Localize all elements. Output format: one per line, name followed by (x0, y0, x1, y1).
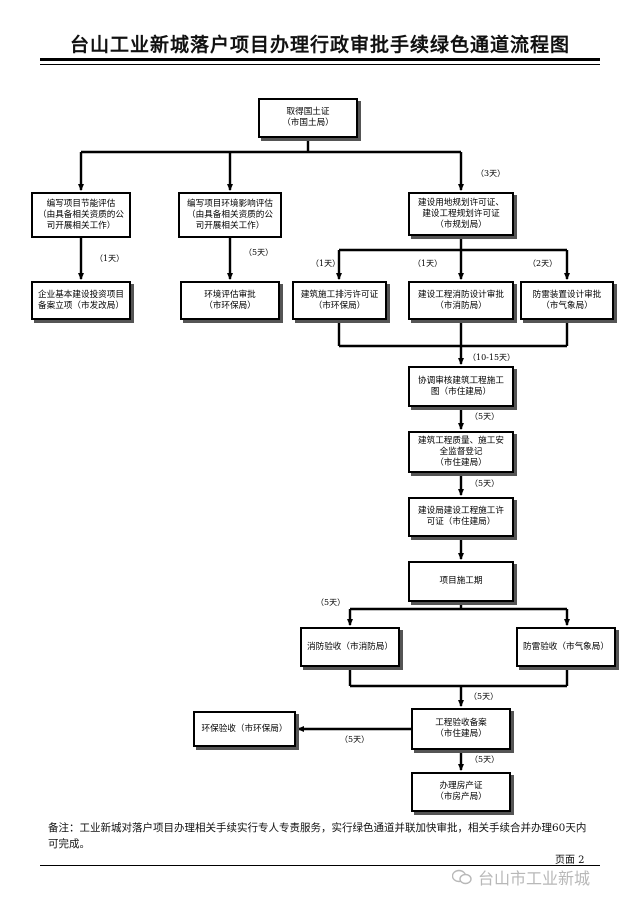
duration-completion: （5天） (469, 692, 499, 701)
box-fire-acceptance: 消防验收（市消防局） (300, 627, 400, 667)
duration-sewage: （1天） (311, 259, 341, 268)
box-lightning-design-approval: 防雷装置设计审批（市气象局） (520, 281, 614, 320)
page-number: 页面 2 (555, 855, 585, 866)
page-title: 台山工业新城落户项目办理行政审批手续绿色通道流程图 (69, 34, 570, 56)
duration-construction-permit: （5天） (470, 479, 500, 488)
duration-invest: （1天） (95, 254, 125, 263)
duration-property: （5天） (470, 755, 500, 764)
title-divider-thin (40, 64, 600, 65)
footer-divider (40, 865, 600, 866)
duration-fire-design: （1天） (413, 259, 443, 268)
box-env-approval: 环境评估审批（市环保局） (180, 281, 280, 320)
box-sewage-permit: 建筑施工排污许可证（市环保局） (292, 281, 387, 320)
duration-planning: （3天） (476, 169, 506, 178)
footnote: 备注：工业新城对落户项目办理相关手续实行专人专责服务，实行绿色通道并联加快审批，… (48, 822, 587, 850)
box-quality-registration: 建筑工程质量、施工安全监督登记（市住建局） (408, 431, 514, 473)
box-env-acceptance: 环保验收（市环保局） (193, 711, 296, 747)
box-lightning-acceptance: 防雷验收（市气象局） (516, 627, 616, 667)
box-env-impact-evaluation: 编写项目环境影响评估（由具备相关资质的公司开展相关工作） (178, 192, 282, 238)
duration-env: （5天） (244, 248, 274, 257)
box-coordinate-review: 协调审核建筑工程施工图（市住建局） (408, 366, 514, 407)
duration-coordinate: （10-15天） (468, 353, 516, 362)
box-fire-design-approval: 建设工程消防设计审批（市消防局） (408, 281, 514, 320)
box-construction-permit: 建设局建设工程施工许可证（市住建局） (408, 497, 514, 537)
duration-lightning-design: （2天） (528, 259, 558, 268)
watermark: 台山市工业新城 (452, 866, 590, 888)
duration-quality: （5天） (470, 412, 500, 421)
watermark-text: 台山市工业新城 (478, 869, 591, 888)
duration-env-accept: （5天） (340, 735, 370, 744)
box-construction-period: 项目施工期 (408, 561, 514, 602)
title-divider (40, 58, 600, 61)
box-investment-filing: 企业基本建设投资项目备案立项（市发改局） (31, 281, 131, 320)
chat-bubble-icon (452, 869, 472, 885)
box-land-certificate: 取得国土证（市国土局） (258, 98, 358, 138)
duration-fire-accept: （5天） (316, 598, 346, 607)
box-planning-permit: 建设用地规划许可证、建设工程规划许可证（市规划局） (408, 192, 514, 236)
box-property-certificate: 办理房产证（市房产局） (411, 772, 511, 812)
box-completion-filing: 工程验收备案（市住建局） (411, 708, 511, 750)
box-energy-evaluation: 编写项目节能评估（由具备相关资质的公司开展相关工作） (31, 192, 131, 238)
